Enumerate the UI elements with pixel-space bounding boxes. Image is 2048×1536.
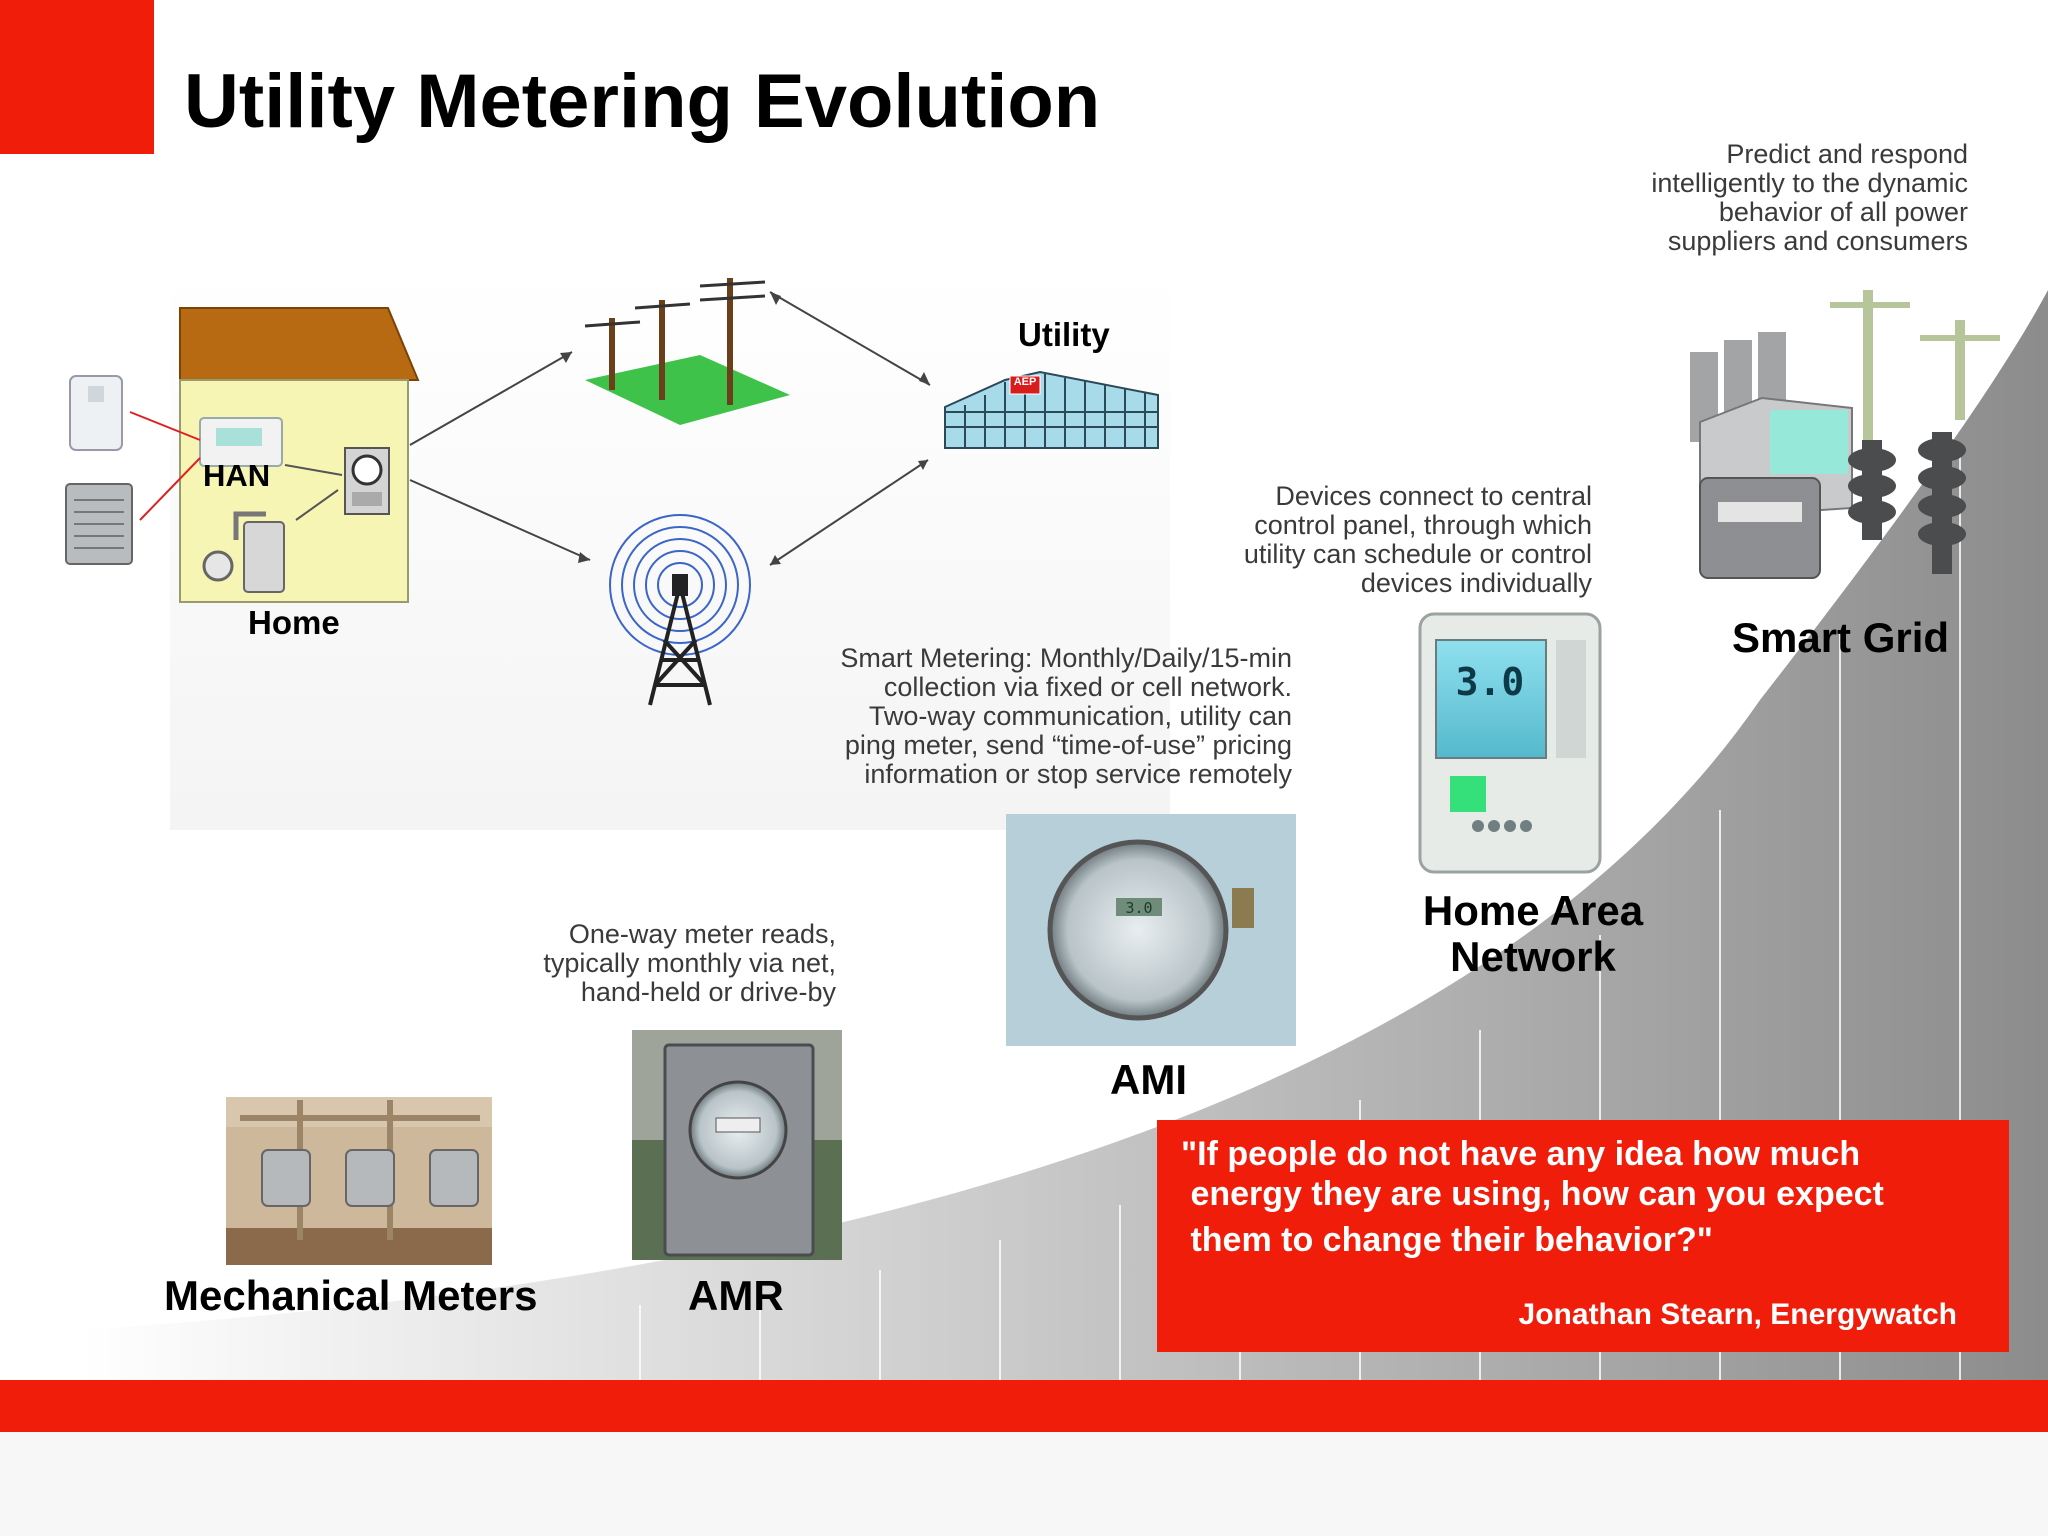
thermostat-icon — [199, 417, 283, 467]
han-description: Devices connect to central control panel… — [1244, 482, 1592, 598]
amr-image — [632, 1030, 842, 1260]
han-description-line: utility can schedule or control — [1243, 539, 1592, 569]
mechanical-meters-image — [226, 1097, 492, 1265]
ami-image — [1006, 814, 1296, 1046]
home-label: Home — [248, 604, 340, 641]
smart-grid-image — [1690, 290, 2000, 579]
quote-box: "If people do not have any idea how much… — [1157, 1120, 2009, 1352]
amr-description: One-way meter reads, typically monthly v… — [543, 920, 836, 1007]
gas-meter-icon — [202, 511, 285, 593]
ami-description-line: Smart Metering: Monthly/Daily/15-min — [840, 643, 1292, 673]
han-stage-label-line: Network — [1450, 933, 1616, 980]
amr-description-line: typically monthly via net, — [543, 948, 836, 978]
smart-grid-description-line: intelligently to the dynamic — [1651, 168, 1968, 198]
water-heater-icon — [69, 375, 123, 451]
amr-label: AMR — [688, 1272, 784, 1319]
ami-description-line: collection via fixed or cell network. — [883, 672, 1292, 702]
quote-line: them to change their behavior?" — [1181, 1221, 1713, 1259]
han-stage-label-line: Home Area — [1422, 887, 1644, 934]
ami-description-line: ping meter, send “time-of-use” pricing — [844, 730, 1292, 760]
quote-line: energy they are using, how can you expec… — [1181, 1175, 1884, 1213]
ami-label: AMI — [1110, 1056, 1187, 1103]
evolution-curve — [80, 290, 2048, 1380]
amr-description-line: hand-held or drive-by — [580, 977, 836, 1007]
mechanical-meters-label: Mechanical Meters — [164, 1272, 538, 1319]
utility-logo: AEP — [1013, 376, 1037, 388]
ami-description: Smart Metering: Monthly/Daily/15-min col… — [840, 644, 1292, 789]
bottom-fade — [0, 1432, 2048, 1536]
utility-label: Utility — [1018, 316, 1110, 353]
diagram-arrows — [409, 291, 931, 566]
slide-title: Utility Metering Evolution — [184, 59, 1101, 144]
smart-grid-label: Smart Grid — [1732, 614, 1950, 661]
han-description-line: Devices connect to central — [1275, 481, 1592, 511]
amr-description-line: One-way meter reads, — [568, 919, 836, 949]
bottom-bar — [0, 1380, 2048, 1432]
smart-grid-description-line: suppliers and consumers — [1667, 226, 1968, 256]
ami-display-readout: 3.0 — [1125, 899, 1153, 917]
smart-grid-description-line: behavior of all power — [1718, 197, 1968, 227]
smart-grid-description: Predict and respond intelligently to the… — [1651, 140, 1968, 256]
corner-accent — [0, 0, 154, 154]
cell-tower-icon — [609, 514, 751, 706]
utility-building-icon — [944, 370, 1159, 449]
arrow-heads — [560, 292, 930, 565]
han-label: HAN — [203, 458, 271, 493]
ami-description-line: information or stop service remotely — [864, 759, 1292, 789]
electric-meter-icon — [344, 447, 390, 515]
han-link-water-heater — [129, 411, 201, 441]
ac-unit-icon — [65, 483, 133, 565]
quote-author: Jonathan Stearn, Energywatch — [1518, 1298, 1957, 1331]
han-description-line: control panel, through which — [1254, 510, 1592, 540]
han-link-ac — [139, 457, 201, 521]
quote-text: "If people do not have any idea how much… — [1181, 1134, 1991, 1260]
smart-grid-description-line: Predict and respond — [1726, 139, 1968, 169]
power-lines-icon — [584, 278, 790, 425]
quote-line: "If people do not have any idea how much — [1181, 1135, 1861, 1173]
han-stage-label: Home Area Network — [1418, 888, 1648, 980]
han-display-readout: 3.0 — [1455, 660, 1525, 704]
han-device-image — [1418, 612, 1602, 874]
ami-description-line: Two-way communication, utility can — [868, 701, 1292, 731]
han-description-line: devices individually — [1360, 568, 1592, 598]
